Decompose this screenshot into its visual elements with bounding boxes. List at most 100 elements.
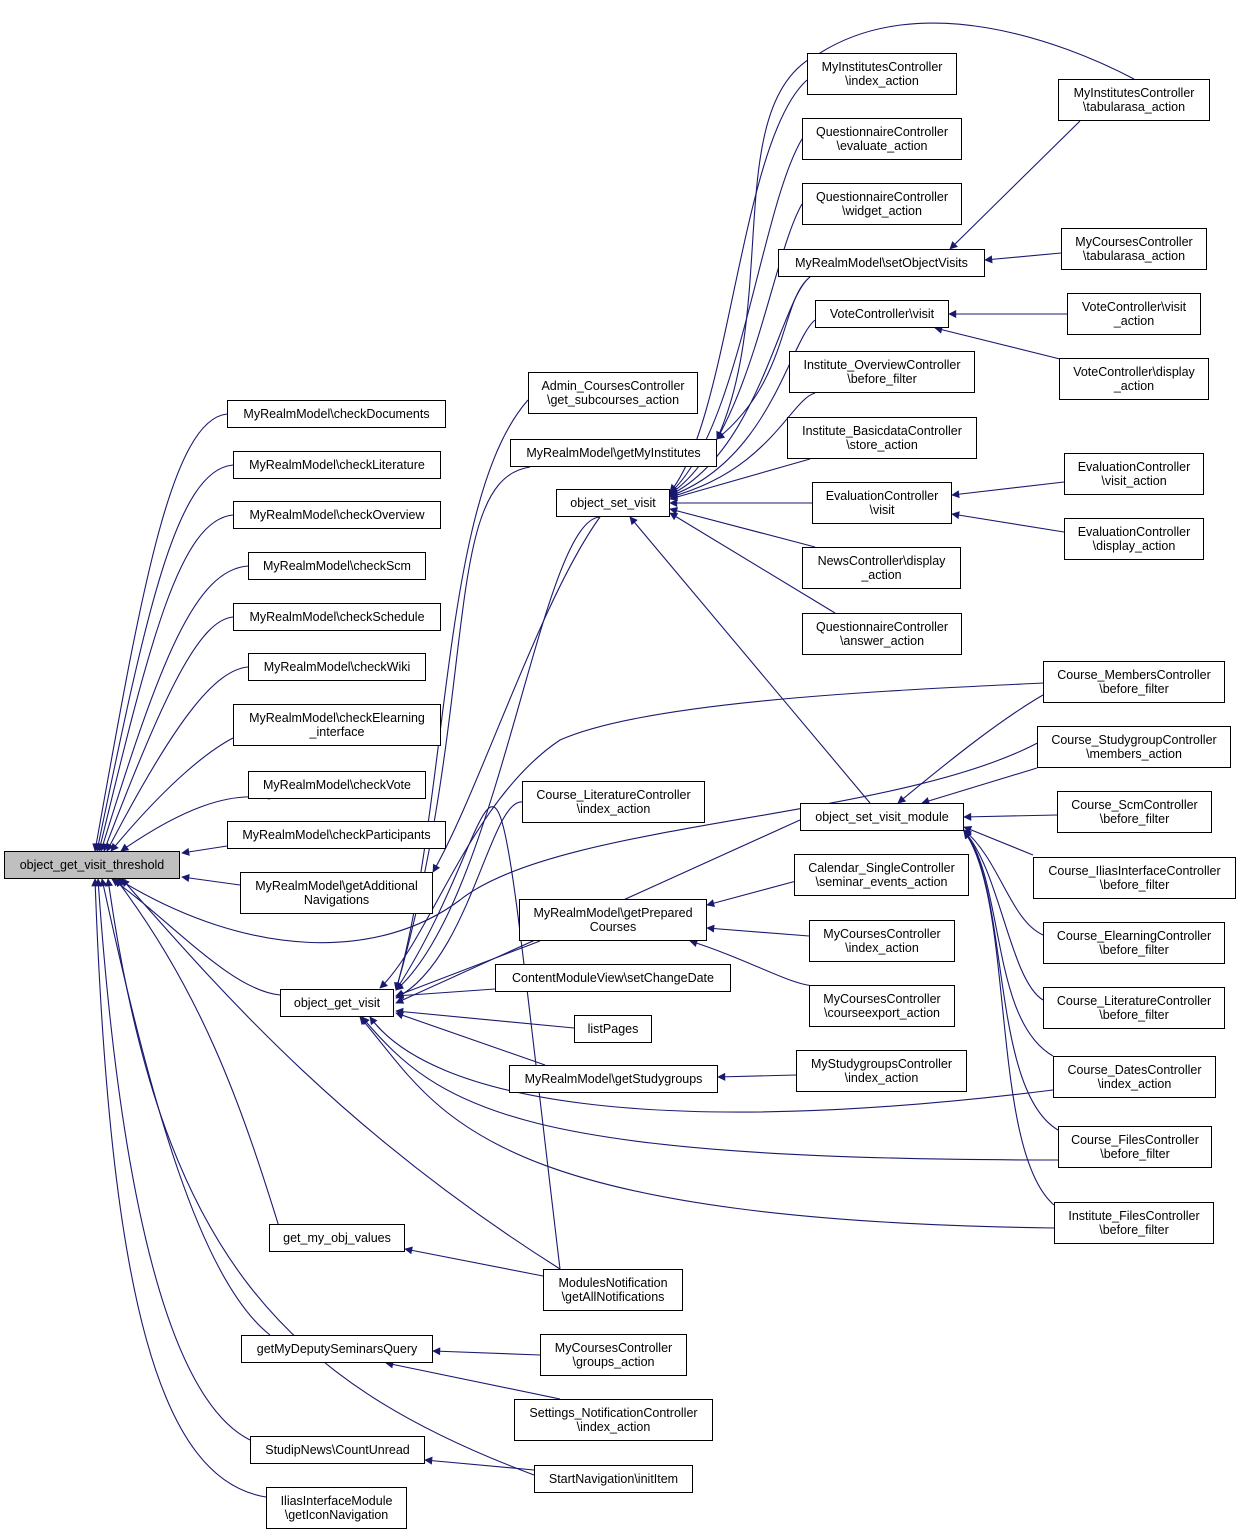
node-course-studygroup-members[interactable]: Course_StudygroupController \members_act… <box>1037 726 1231 768</box>
edge-institutes-tabularasa-sov <box>949 120 1081 250</box>
node-studip-news-count-unread[interactable]: StudipNews\CountUnread <box>250 1436 425 1464</box>
node-institute-basicdata-store[interactable]: Institute_BasicdataController \store_act… <box>787 417 977 459</box>
edge-check-participants <box>181 845 228 856</box>
edge-evaluation-visit-action <box>951 481 1065 499</box>
edge-courseexport-gpc <box>689 939 816 987</box>
edge-start-navigation-news <box>424 1456 535 1471</box>
node-check-scm[interactable]: MyRealmModel\checkScm <box>248 552 426 580</box>
edge-my-studygroups-index <box>717 1072 797 1081</box>
edge-groups-action-deputy <box>432 1347 541 1356</box>
node-course-ilias-interface-before-filter[interactable]: Course_IliasInterfaceController \before_… <box>1033 857 1236 899</box>
edge-content-module-ogv <box>395 988 496 1000</box>
node-get-my-obj-values[interactable]: get_my_obj_values <box>269 1224 405 1252</box>
node-check-literature[interactable]: MyRealmModel\checkLiterature <box>233 451 441 479</box>
edge-studip-news-count <box>94 878 251 1441</box>
node-get-studygroups[interactable]: MyRealmModel\getStudygroups <box>509 1065 718 1093</box>
edge-course-ilias-osvm <box>963 826 1034 856</box>
node-list-pages[interactable]: listPages <box>574 1015 652 1043</box>
node-set-object-visits[interactable]: MyRealmModel\setObjectVisits <box>778 249 985 277</box>
node-content-module-set-change-date[interactable]: ContentModuleView\setChangeDate <box>495 964 731 992</box>
edge-course-scm-osvm <box>963 812 1058 821</box>
node-vote-visit[interactable]: VoteController\visit <box>815 300 949 328</box>
edge-modules-notification-root <box>121 878 561 1270</box>
node-my-courses-tabularasa[interactable]: MyCoursesController \tabularasa_action <box>1061 228 1207 270</box>
node-admin-courses-get-subcourses[interactable]: Admin_CoursesController \get_subcourses_… <box>528 372 698 414</box>
node-course-files-before-filter[interactable]: Course_FilesController \before_filter <box>1058 1126 1212 1168</box>
node-institute-files-before-filter[interactable]: Institute_FilesController \before_filter <box>1054 1202 1214 1244</box>
node-get-additional-navigations[interactable]: MyRealmModel\getAdditional Navigations <box>240 872 433 914</box>
edge-questionnaire-answer-osv <box>669 512 836 614</box>
node-check-schedule[interactable]: MyRealmModel\checkSchedule <box>233 603 441 631</box>
edge-courses-tabularasa-sov <box>984 252 1062 264</box>
node-object-get-visit[interactable]: object_get_visit <box>280 989 394 1017</box>
node-course-dates-index[interactable]: Course_DatesController \index_action <box>1053 1056 1216 1098</box>
edge-course-files-ogv <box>361 1016 1059 1161</box>
edge-evaluation-display-action <box>951 511 1065 533</box>
node-modules-notification[interactable]: ModulesNotification \getAllNotifications <box>543 1269 683 1311</box>
node-evaluation-visit[interactable]: EvaluationController \visit <box>812 482 952 524</box>
edge-check-elearning <box>110 737 234 852</box>
node-my-institutes-index[interactable]: MyInstitutesController \index_action <box>807 53 957 95</box>
node-object-set-visit-module[interactable]: object_set_visit_module <box>800 803 964 831</box>
node-my-courses-groups-action[interactable]: MyCoursesController \groups_action <box>540 1334 687 1376</box>
node-object-set-visit[interactable]: object_set_visit <box>556 489 670 517</box>
node-check-elearning-interface[interactable]: MyRealmModel\checkElearning _interface <box>233 704 441 746</box>
edge-object-set-visit-module-osv <box>629 516 871 804</box>
node-my-courses-courseexport[interactable]: MyCoursesController \courseexport_action <box>809 985 955 1027</box>
edge-check-overview <box>96 514 234 852</box>
node-ilias-get-icon-navigation[interactable]: IliasInterfaceModule \getIconNavigation <box>266 1487 407 1529</box>
node-start-navigation-init-item[interactable]: StartNavigation\initItem <box>534 1465 693 1493</box>
node-my-institutes-tabularasa[interactable]: MyInstitutesController \tabularasa_actio… <box>1058 79 1210 121</box>
edge-check-wiki <box>106 666 249 852</box>
edge-course-literature-before-osvm <box>963 830 1044 1001</box>
node-questionnaire-widget[interactable]: QuestionnaireController \widget_action <box>802 183 962 225</box>
node-evaluation-display-action[interactable]: EvaluationController \display_action <box>1064 518 1204 560</box>
edge-check-literature <box>94 464 234 852</box>
node-course-members-before-filter[interactable]: Course_MembersController \before_filter <box>1043 661 1225 703</box>
edge-course-members-osvm <box>897 694 1044 804</box>
edge-institute-files-osvm <box>963 830 1055 1206</box>
node-calendar-single-seminar-events[interactable]: Calendar_SingleController \seminar_event… <box>794 854 969 896</box>
node-check-overview[interactable]: MyRealmModel\checkOverview <box>233 501 441 529</box>
node-course-scm-before-filter[interactable]: Course_ScmController \before_filter <box>1057 791 1212 833</box>
edge-start-navigation-root <box>105 878 535 1476</box>
edge-modules-notification-ogv <box>395 806 561 1270</box>
node-vote-display-action[interactable]: VoteController\display _action <box>1059 358 1209 400</box>
node-my-studygroups-index[interactable]: MyStudygroupsController \index_action <box>796 1050 967 1092</box>
edge-course-dates-osvm <box>963 830 1054 1057</box>
edge-check-schedule <box>102 616 234 852</box>
node-institute-overview-before-filter[interactable]: Institute_OverviewController \before_fil… <box>789 351 975 393</box>
edge-course-elearning-osvm <box>963 829 1044 936</box>
edge-get-my-obj-values <box>115 878 281 1231</box>
node-check-participants[interactable]: MyRealmModel\checkParticipants <box>227 821 446 849</box>
node-questionnaire-evaluate[interactable]: QuestionnaireController \evaluate_action <box>802 118 962 160</box>
node-check-documents[interactable]: MyRealmModel\checkDocuments <box>227 400 446 428</box>
node-get-prepared-courses[interactable]: MyRealmModel\getPrepared Courses <box>519 899 707 941</box>
node-course-elearning-before-filter[interactable]: Course_ElearningController \before_filte… <box>1043 922 1225 964</box>
edge-list-pages-ogv <box>395 1007 575 1029</box>
edge-object-set-visit-gan <box>432 516 601 873</box>
node-course-literature-before-filter[interactable]: Course_LiteratureController \before_filt… <box>1043 987 1225 1029</box>
node-get-my-deputy-seminars-query[interactable]: getMyDeputySeminarsQuery <box>241 1335 433 1363</box>
node-questionnaire-answer[interactable]: QuestionnaireController \answer_action <box>802 613 962 655</box>
node-check-wiki[interactable]: MyRealmModel\checkWiki <box>248 653 426 681</box>
node-get-my-institutes[interactable]: MyRealmModel\getMyInstitutes <box>510 439 717 467</box>
edge-vote-visit-osv <box>669 319 816 498</box>
node-object-get-visit-threshold[interactable]: object_get_visit_threshold <box>4 851 180 879</box>
node-course-literature-index[interactable]: Course_LiteratureController \index_actio… <box>522 781 705 823</box>
node-news-display-action[interactable]: NewsController\display _action <box>802 547 961 589</box>
node-settings-notification-index[interactable]: Settings_NotificationController \index_a… <box>514 1399 713 1441</box>
edge-institute-basicdata-osv <box>669 458 811 501</box>
edge-check-documents <box>92 413 228 852</box>
edge-ilias-icon-navigation <box>91 878 267 1498</box>
edge-settings-notification-deputy <box>385 1360 561 1400</box>
node-check-vote[interactable]: MyRealmModel\checkVote <box>248 771 426 799</box>
edge-my-courses-index-gpc <box>706 924 810 937</box>
edge-news-display-osv <box>669 506 816 548</box>
node-evaluation-visit-action[interactable]: EvaluationController \visit_action <box>1064 453 1204 495</box>
node-vote-visit-action[interactable]: VoteController\visit _action <box>1067 293 1201 335</box>
node-my-courses-index[interactable]: MyCoursesController \index_action <box>809 920 955 962</box>
edge-set-object-visits-osv <box>669 276 811 496</box>
